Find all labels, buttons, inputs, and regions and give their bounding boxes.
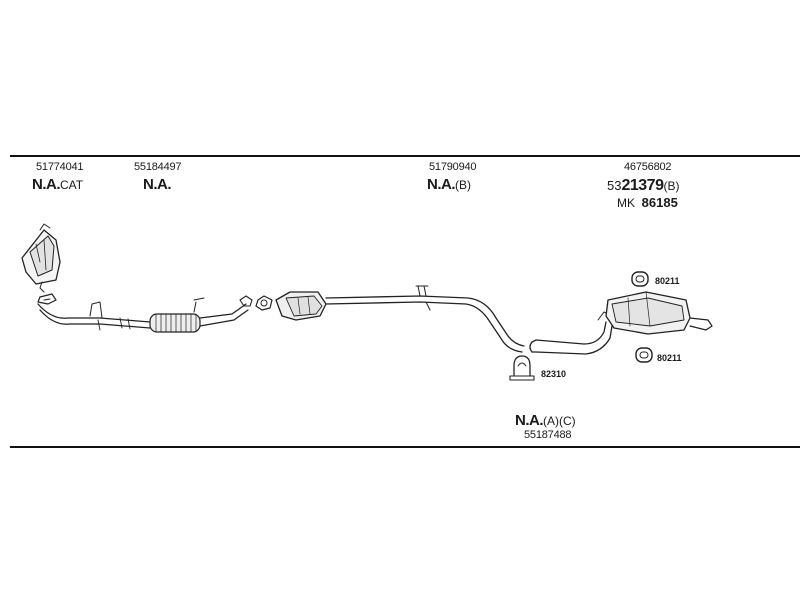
cat-suffix: CAT xyxy=(60,178,84,192)
mk-number: 86185 xyxy=(641,195,678,210)
clamp-number: 82310 xyxy=(541,369,567,379)
top-border-line xyxy=(10,155,800,157)
flex-pipe-shape xyxy=(149,313,201,333)
front-pipe-shape xyxy=(37,301,151,331)
na-label: N.A. xyxy=(427,176,456,193)
part-number-51790940: 51790940 xyxy=(429,161,477,173)
part-number-55187488: 55187488 xyxy=(524,429,572,441)
gasket-ring-shape xyxy=(255,295,273,311)
rubber-ring-bottom-shape xyxy=(635,347,653,363)
alt-main: 21379 xyxy=(621,177,664,194)
clamp-shape xyxy=(509,355,535,381)
rear-silencer-shape xyxy=(605,291,713,335)
alt-prefix: 53 xyxy=(607,178,622,193)
bottom-border-line xyxy=(10,446,800,448)
intermediate-pipe-shape xyxy=(193,295,253,327)
part-status-catalyst: N.A.CAT xyxy=(32,177,83,192)
rear-pipe-shape xyxy=(529,311,613,355)
part-number-51774041: 51774041 xyxy=(36,161,84,173)
na-label: N.A. xyxy=(32,176,61,193)
mk-prefix: MK xyxy=(617,196,635,210)
b-suffix: (B) xyxy=(455,178,471,192)
part-status-front-pipe: N.A. xyxy=(143,176,172,193)
ring-bottom-number: 80211 xyxy=(657,353,682,363)
part-number-46756802: 46756802 xyxy=(624,161,672,173)
ac-suffix: (A)(C) xyxy=(543,414,576,428)
flange-gasket-shape xyxy=(37,293,57,305)
rubber-ring-top-shape xyxy=(631,271,649,287)
part-status-rear-pipe: N.A.(A)(C) xyxy=(515,413,576,428)
alt-suffix: (B) xyxy=(663,179,680,193)
catalytic-converter-shape xyxy=(21,223,61,293)
ring-top-number: 80211 xyxy=(655,276,680,286)
middle-pipe-shape xyxy=(325,285,525,353)
part-number-55184497: 55184497 xyxy=(134,161,182,173)
mounting-kit-label: MK 86185 xyxy=(617,196,678,209)
middle-converter-shape xyxy=(275,291,327,321)
na-label: N.A. xyxy=(515,412,544,429)
alt-part-number: 5321379(B) xyxy=(607,178,679,194)
part-status-middle-section: N.A.(B) xyxy=(427,177,471,192)
